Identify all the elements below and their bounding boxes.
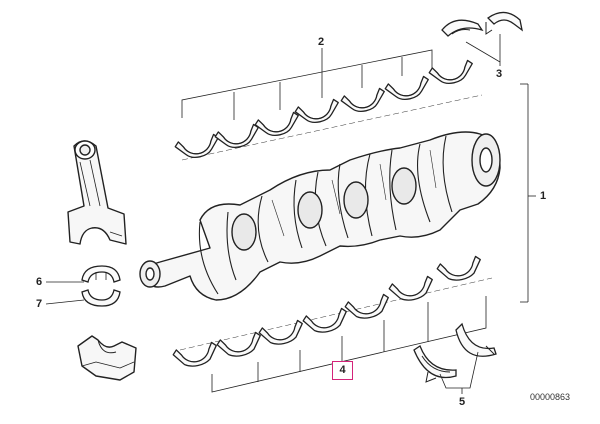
lower-bearing-shells <box>171 254 493 371</box>
callout-1[interactable]: 1 <box>540 190 547 202</box>
callout-6-7-leaders <box>45 281 85 305</box>
rod-bearing-shells <box>81 265 121 307</box>
callout-6[interactable]: 6 <box>36 276 43 288</box>
bearing-cap <box>77 335 137 381</box>
thrust-washers-lower <box>413 322 497 394</box>
thrust-washers-upper <box>441 11 523 66</box>
callout-3[interactable]: 3 <box>496 68 503 80</box>
connecting-rod <box>67 140 127 245</box>
callout-1-bracket <box>520 83 536 303</box>
crankshaft <box>139 131 501 301</box>
callout-4-highlighted[interactable]: 4 <box>332 361 353 380</box>
document-number: 00000863 <box>530 392 571 402</box>
callout-4-leaders <box>211 296 487 393</box>
callout-5[interactable]: 5 <box>459 396 466 408</box>
callout-2[interactable]: 2 <box>318 36 325 48</box>
callout-7[interactable]: 7 <box>36 298 43 310</box>
callout-2-leaders <box>181 48 433 120</box>
upper-bearing-shells <box>173 58 483 163</box>
